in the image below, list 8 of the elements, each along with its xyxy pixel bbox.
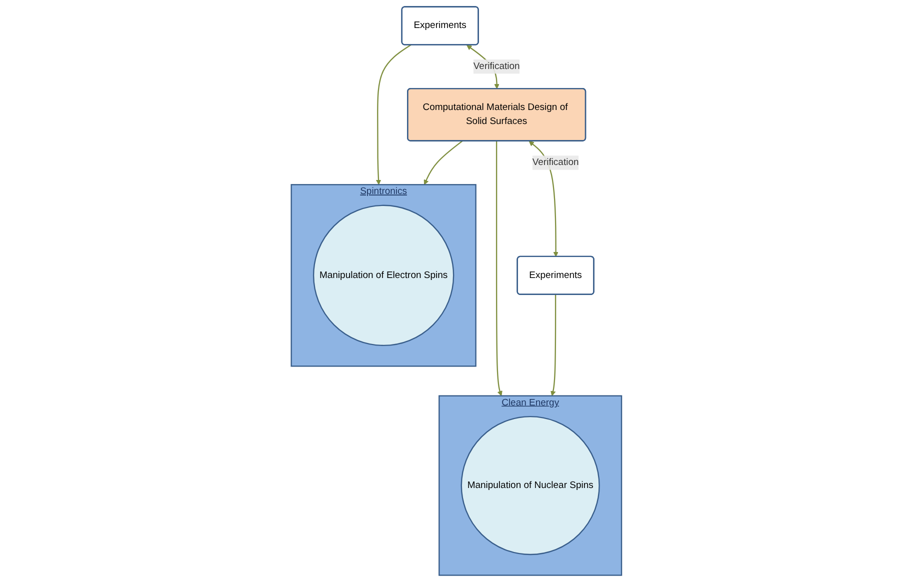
- node-circle: Manipulation of Nuclear Spins: [460, 416, 600, 556]
- edge-label: Verification: [472, 61, 520, 72]
- edge-label: Verification: [532, 157, 578, 168]
- arrow: [496, 140, 502, 396]
- arrow: [550, 294, 556, 396]
- arrow: [423, 140, 463, 185]
- node-circle: Manipulation of Electron Spins: [312, 204, 454, 346]
- arrow: [376, 44, 412, 185]
